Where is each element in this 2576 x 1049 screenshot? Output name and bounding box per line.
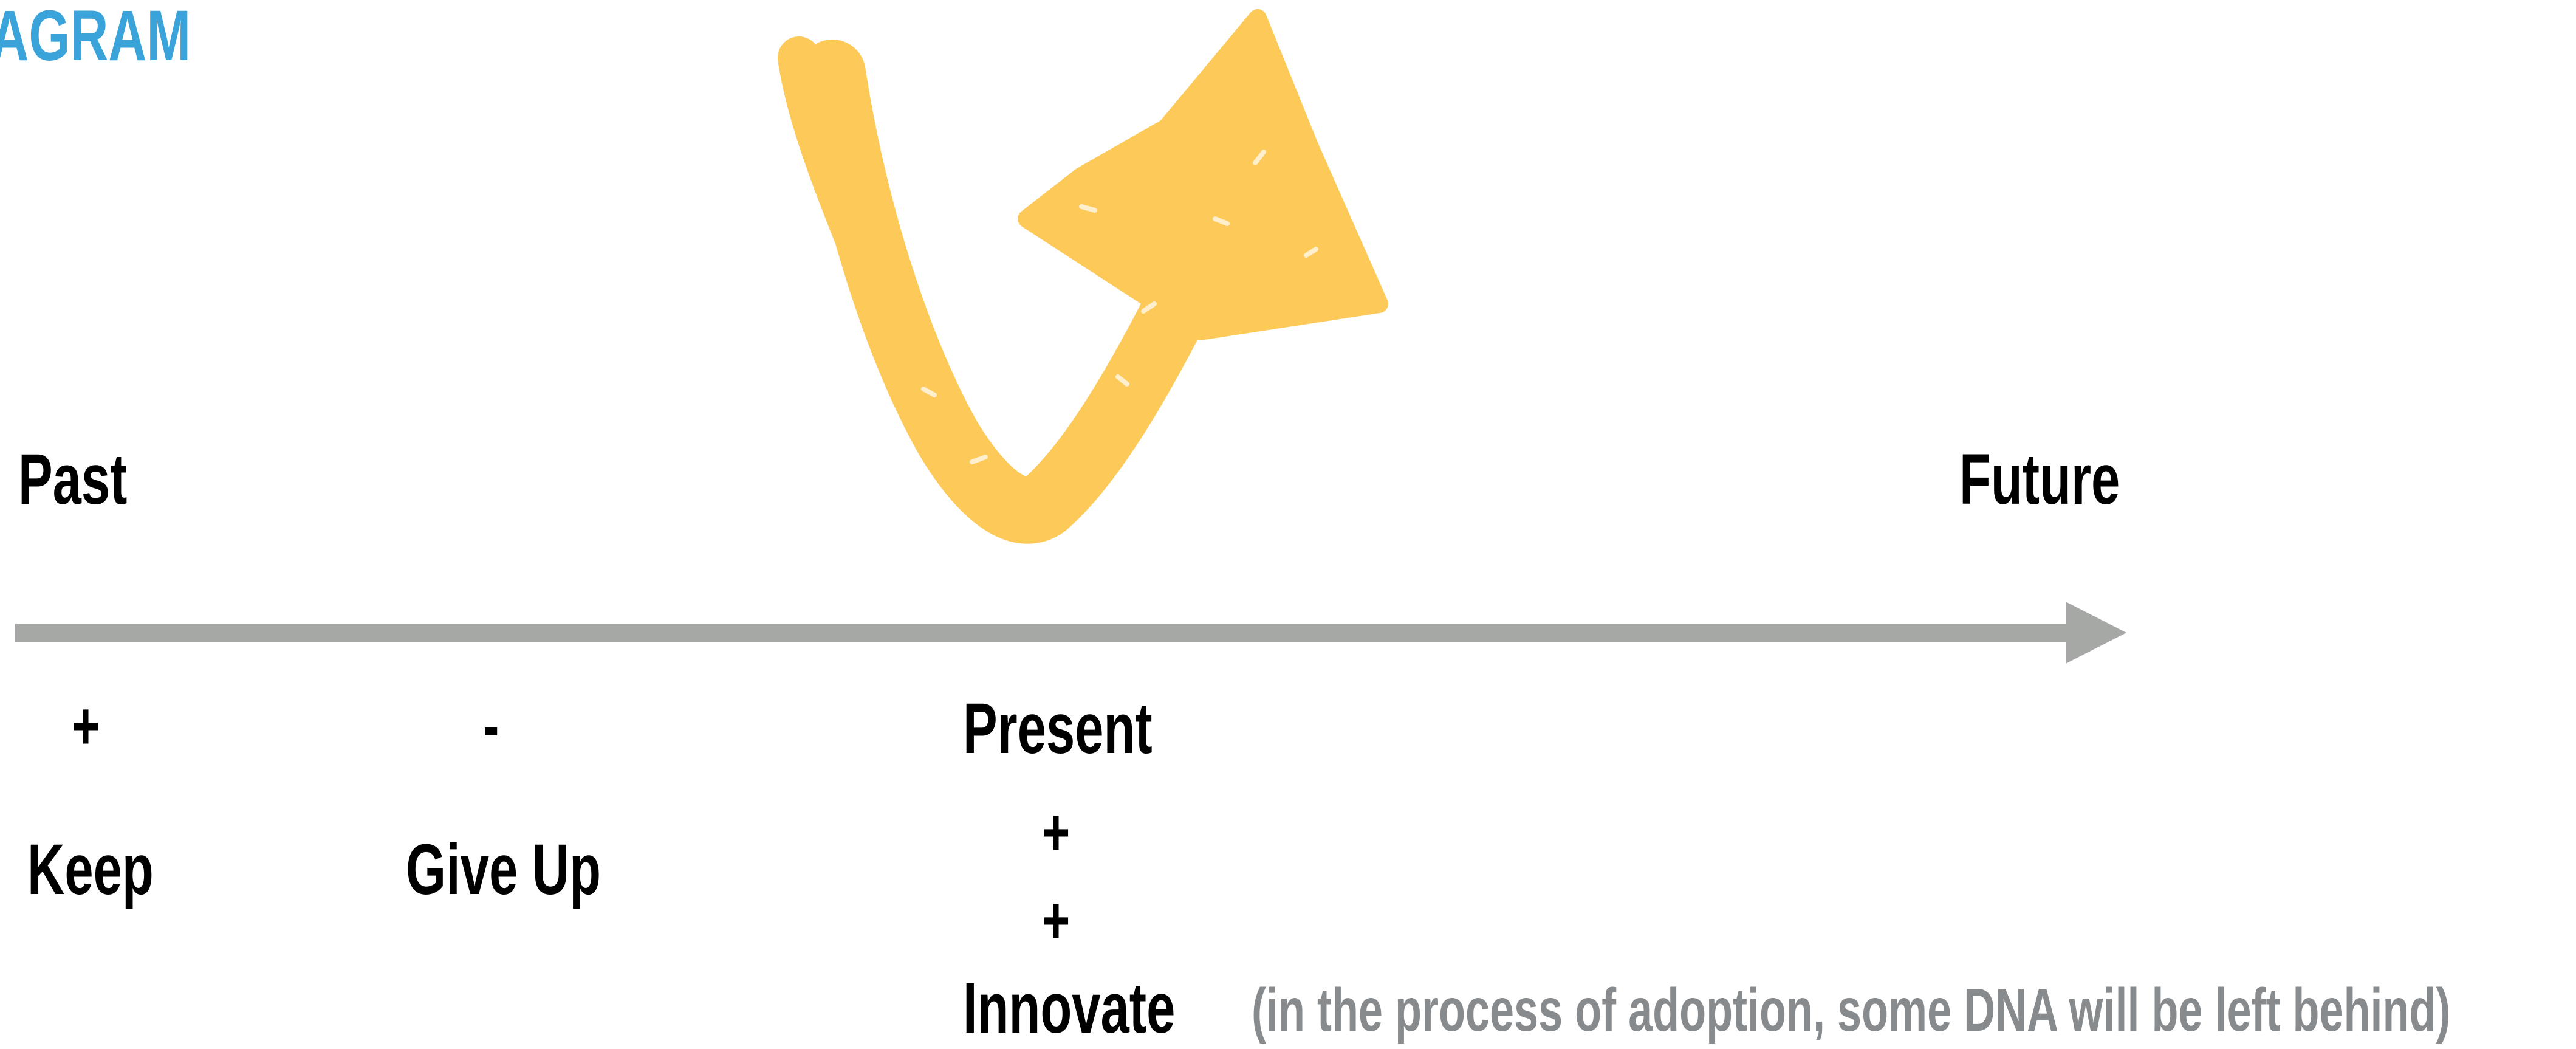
innovate-label: Innovate [963, 968, 1176, 1048]
give-up-sign: - [483, 689, 499, 763]
give-up-label: Give Up [406, 830, 601, 910]
scribble-arrow-texture [921, 150, 1318, 464]
adoption-note: (in the process of adoption, some DNA wi… [1252, 976, 2451, 1044]
present-plus-sign: + [1042, 883, 1070, 958]
present-label: Present [963, 689, 1153, 769]
timeline-arrow-shaft [15, 624, 2081, 642]
scribble-arrow-tail-rough [778, 36, 884, 277]
past-label: Past [18, 439, 128, 520]
diagram-title: IAGRAM [0, 0, 191, 76]
scribble-arrow-head [1018, 9, 1388, 340]
keep-label: Keep [27, 830, 154, 910]
timeline-arrow-head [2066, 602, 2126, 664]
future-label: Future [1959, 439, 2120, 520]
present-plus-sign: + [1042, 795, 1070, 870]
keep-sign: + [72, 689, 100, 763]
